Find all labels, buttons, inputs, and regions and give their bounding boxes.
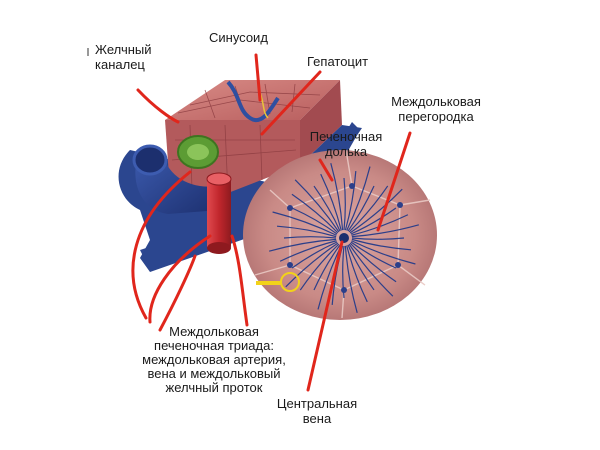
sinusoid-ray [313, 244, 341, 291]
sinusoid-ray [299, 243, 340, 291]
portal-vein-cross-section [132, 144, 168, 176]
sinusoid-ray [347, 244, 375, 291]
sinusoid-ray [348, 185, 389, 233]
sinusoid-ray [272, 211, 337, 236]
leader-triad-3 [158, 254, 197, 332]
leader-sinusoid [254, 53, 262, 102]
leader-hepatocyte [260, 70, 322, 136]
label-central-vein: Центральная вена [276, 396, 358, 426]
leader-lines [131, 53, 412, 392]
leader-triad-2 [148, 234, 212, 324]
sinusoid-ray [342, 245, 345, 299]
sinusoid-ray [294, 179, 340, 233]
label-bile-canaliculus: Желчный каналец [95, 42, 152, 72]
sinusoid-ray [291, 193, 339, 234]
sinusoid-ray [346, 166, 371, 231]
sinusoid-ray [268, 238, 337, 252]
leader-septum [376, 131, 412, 232]
label-hepatocyte: Гепатоцит [307, 54, 369, 69]
sinusoid-ray [330, 162, 344, 231]
sinusoid-ray [351, 238, 412, 251]
label-sinusoid: Синусоид [209, 30, 268, 45]
leader-triad-1 [131, 170, 192, 320]
leader-triad-4 [230, 234, 249, 327]
central-vein [339, 233, 349, 243]
sinusoid-ray [349, 242, 397, 283]
sinusoid-ray [350, 207, 397, 235]
label-portal-triad: Междольковая печеночная триада: междольк… [142, 324, 286, 395]
sinusoid-ray [343, 177, 346, 231]
sinusoid-ray [348, 243, 394, 297]
sinusoid-ray [313, 185, 341, 232]
sinusoid-ray [351, 224, 420, 238]
sinusoid-ray [351, 237, 405, 240]
label-hepatic-lobule: Печеночная долька [309, 129, 383, 159]
hepatic-lobule [243, 149, 437, 320]
sinusoid-ray [291, 241, 338, 269]
leader-central-vein [306, 240, 344, 392]
sinusoid-ray [346, 245, 368, 303]
sinusoid-ray [350, 241, 397, 269]
sinusoid-ray [291, 207, 338, 235]
sinusoid-ray [285, 242, 339, 288]
sinusoid-ray [283, 236, 337, 239]
sinusoid-channel [226, 80, 280, 122]
sinusoid-ray [279, 240, 337, 262]
hepatic-artery [207, 178, 231, 248]
sinusoid-ray [320, 173, 342, 231]
sinusoid-ray [276, 225, 337, 238]
sinusoid-ray [344, 170, 357, 231]
label-interlobular-septum: Междольковая перегородка [391, 94, 481, 124]
sinusoid-ray [349, 188, 403, 234]
sinusoid-ray [351, 240, 416, 265]
leader-lobule [318, 158, 334, 182]
leader-bile-canaliculus [136, 88, 180, 124]
sinusoid-ray [347, 185, 375, 232]
sinusoid-ray [344, 245, 358, 314]
tissue-side-face [300, 80, 342, 165]
tissue-top-face [165, 80, 340, 120]
